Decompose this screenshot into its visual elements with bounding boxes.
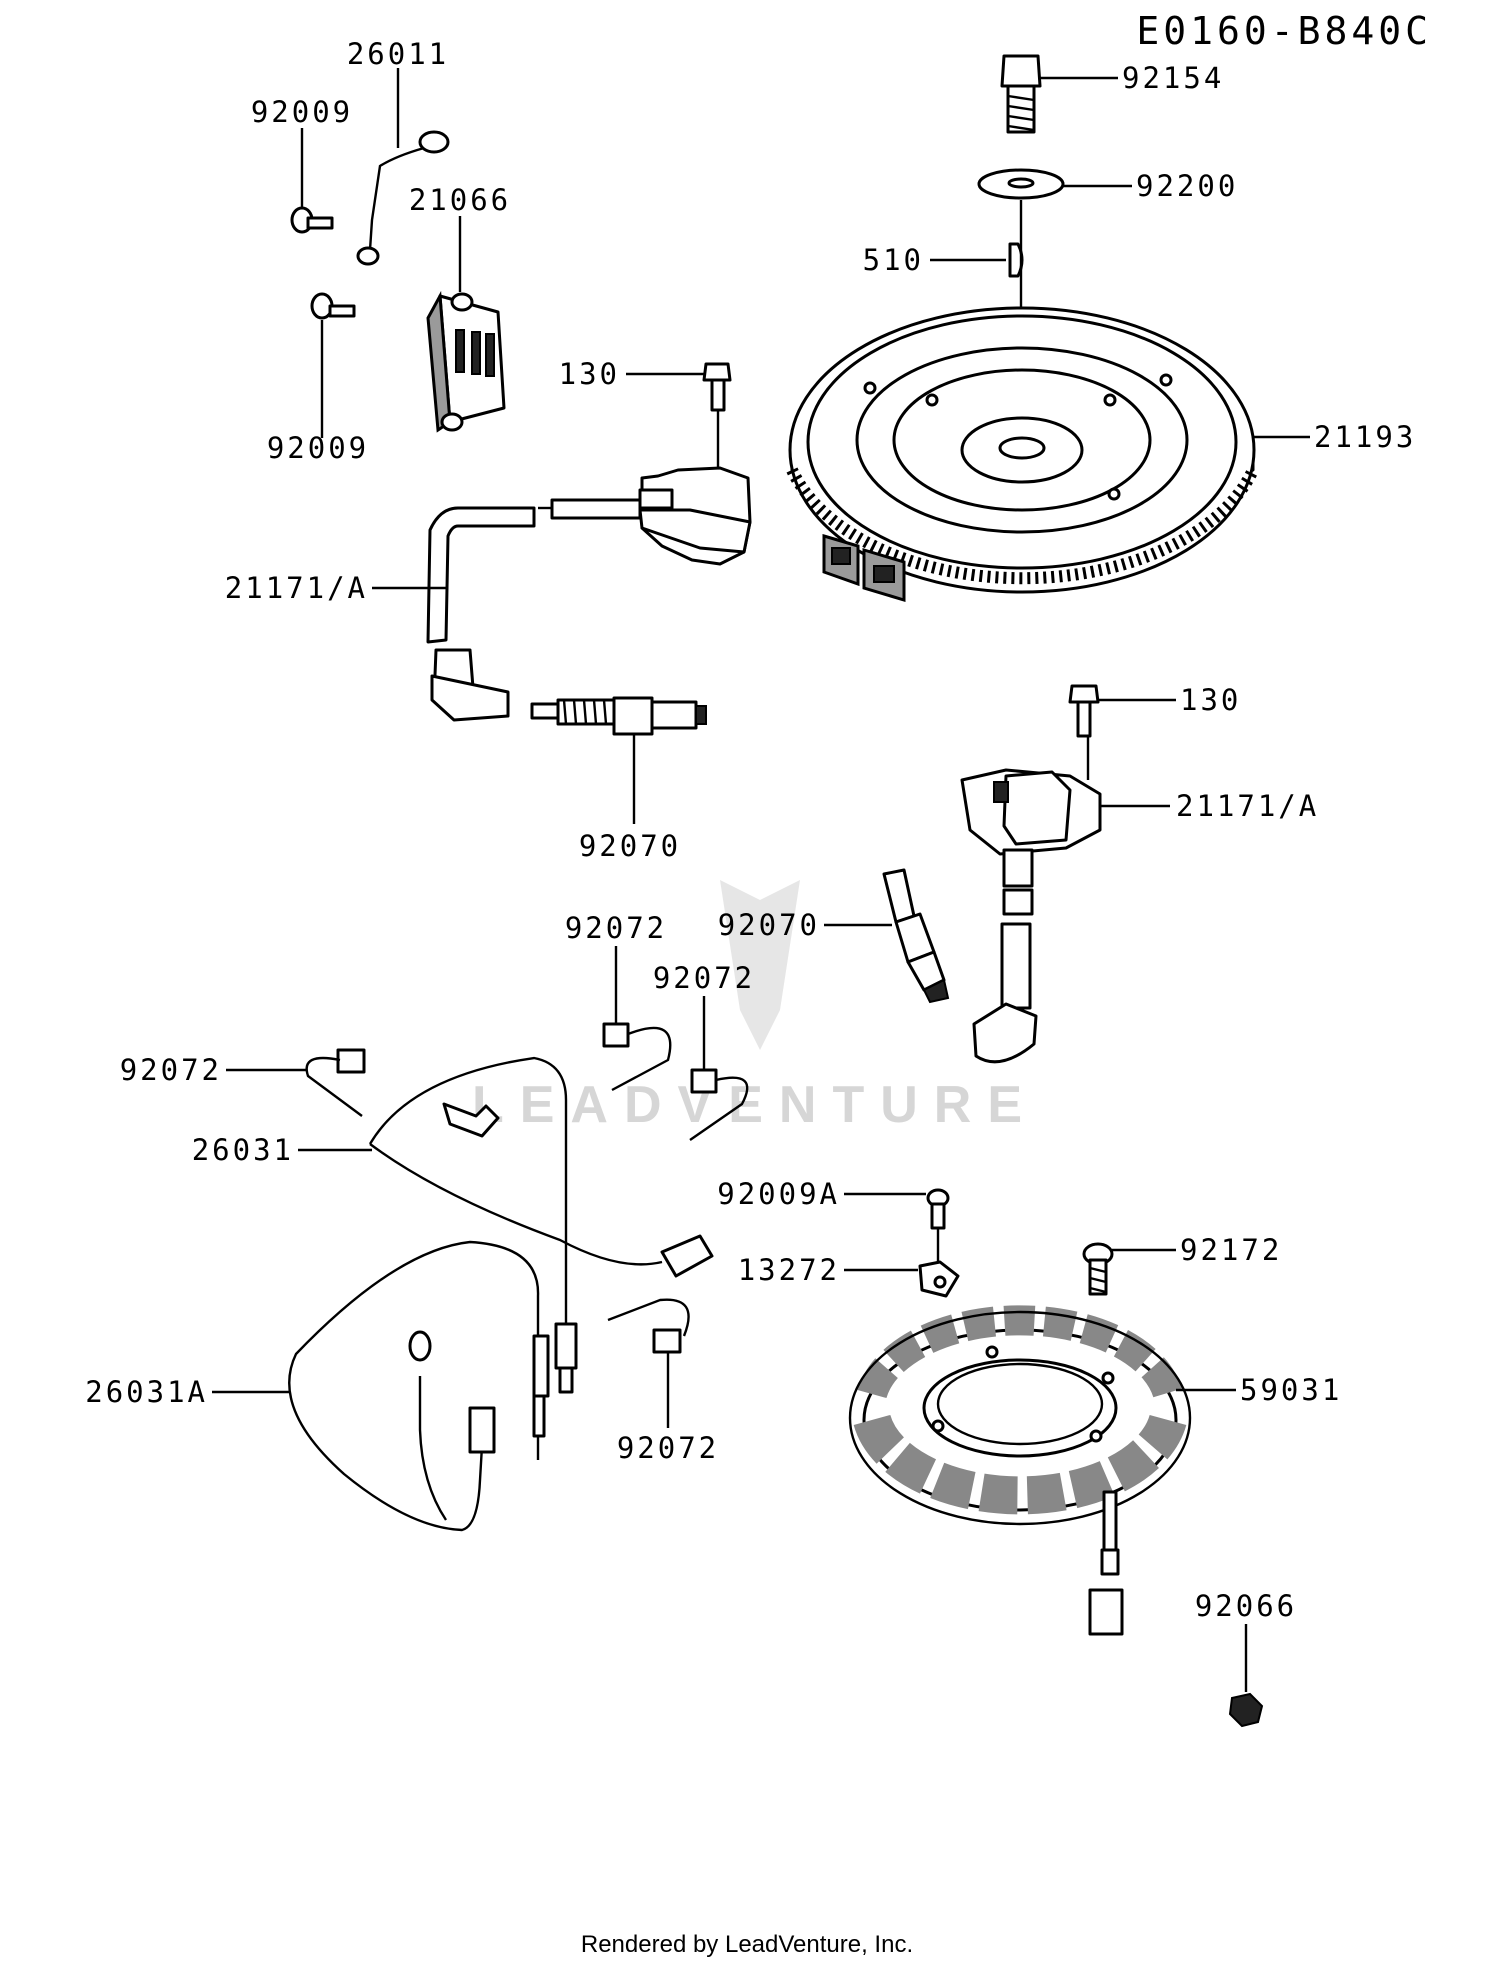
callout-92009-top[interactable]: 92009	[251, 95, 353, 129]
leader-lines	[212, 68, 1310, 1692]
wire-tie-92072-d[interactable]	[607, 1298, 690, 1354]
callout-92072-a[interactable]: 92072	[565, 911, 667, 945]
callout-92070-right[interactable]: 92070	[718, 908, 820, 942]
callout-13272[interactable]: 13272	[738, 1253, 840, 1287]
callout-59031[interactable]: 59031	[1240, 1373, 1342, 1407]
callout-26011[interactable]: 26011	[347, 37, 449, 71]
callout-92072-b[interactable]: 92072	[653, 961, 755, 995]
callout-21066[interactable]: 21066	[409, 183, 511, 217]
callout-21193[interactable]: 21193	[1314, 420, 1416, 454]
callout-92172[interactable]: 92172	[1180, 1233, 1282, 1267]
wire-tie-92072-c[interactable]	[305, 1048, 366, 1117]
harness-26031[interactable]	[368, 1056, 714, 1394]
callout-92154[interactable]: 92154	[1122, 61, 1224, 95]
callout-92072-d[interactable]: 92072	[617, 1431, 719, 1465]
spark-plug-92070-right[interactable]	[882, 868, 950, 1004]
bolt-92154[interactable]	[1000, 54, 1042, 134]
callout-26031a[interactable]: 26031A	[85, 1375, 208, 1409]
diagram-code: E0160-B840C	[1136, 9, 1432, 53]
callout-92200[interactable]: 92200	[1136, 169, 1238, 203]
spark-plug-92070-left[interactable]	[530, 696, 707, 736]
footer-credit: Rendered by LeadVenture, Inc.	[581, 1931, 913, 1958]
plug-cap-right[interactable]	[972, 922, 1038, 1064]
harness-26031a[interactable]	[288, 1240, 550, 1532]
callout-510[interactable]: 510	[863, 243, 924, 277]
callout-92072-c[interactable]: 92072	[120, 1053, 222, 1087]
callout-92009a[interactable]: 92009A	[717, 1177, 840, 1211]
watermark-logo-icon	[720, 880, 800, 1050]
callout-92066[interactable]: 92066	[1195, 1589, 1297, 1623]
callout-92009-mid[interactable]: 92009	[267, 431, 369, 465]
ignition-coil-21171a-right[interactable]	[960, 768, 1102, 916]
screw-92009a[interactable]	[926, 1188, 950, 1230]
screw-92172[interactable]	[1082, 1242, 1114, 1296]
ground-wire-26011[interactable]	[356, 130, 450, 266]
callout-130-top[interactable]: 130	[559, 357, 620, 391]
callout-labels: 92154 92200 510 21193 26011 92009 21066 …	[85, 37, 1416, 1623]
screw-92009-top[interactable]	[290, 206, 334, 234]
watermark-text: LEADVENTURE	[472, 1076, 1038, 1134]
nut-92066[interactable]	[1228, 1692, 1264, 1728]
screw-92009-mid[interactable]	[310, 292, 356, 320]
washer-92200[interactable]	[977, 168, 1065, 200]
regulator-21066[interactable]	[426, 290, 506, 433]
ignition-coil-21171a-left[interactable]	[426, 466, 752, 722]
callout-130-right[interactable]: 130	[1180, 683, 1241, 717]
bracket-13272[interactable]	[918, 1260, 960, 1298]
callout-21171a-left[interactable]: 21171/A	[225, 571, 368, 605]
callout-26031[interactable]: 26031	[192, 1133, 294, 1167]
bolt-130-right[interactable]	[1068, 684, 1100, 738]
bolt-130-top[interactable]	[702, 362, 732, 412]
flywheel-21193[interactable]	[786, 306, 1259, 603]
stator-59031[interactable]	[848, 1305, 1192, 1636]
callout-92070-left[interactable]: 92070	[579, 829, 681, 863]
callout-21171a-right[interactable]: 21171/A	[1176, 789, 1319, 823]
